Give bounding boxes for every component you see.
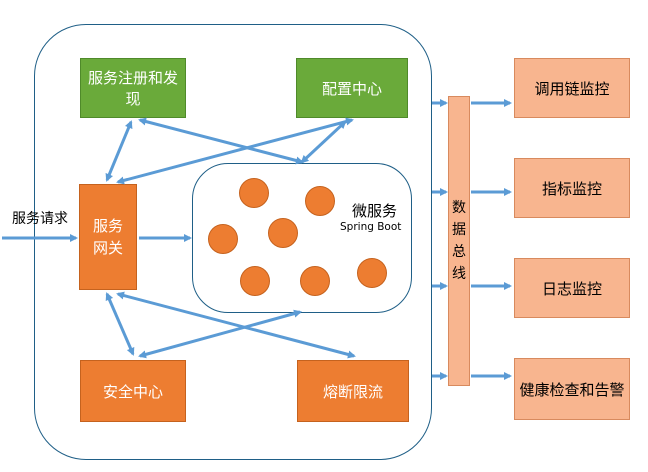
tracing-monitor-box: 调用链监控	[514, 58, 630, 118]
bus-char: 据	[452, 222, 466, 238]
log-monitor-box: 日志监控	[514, 258, 630, 318]
data-bus-bar: 数 据 总 线	[448, 96, 470, 386]
microservice-instance	[208, 224, 238, 254]
registry-microservice-arrow	[138, 117, 304, 165]
microservice-instance	[268, 218, 298, 248]
gateway-config-arrow	[116, 117, 354, 185]
service-request-label: 服务请求	[12, 211, 68, 227]
microservice-title: 微服务	[352, 202, 398, 220]
gateway-circuit-arrow	[116, 291, 356, 359]
bus-char: 数	[452, 200, 466, 216]
microservice-instance	[357, 258, 387, 288]
bus-char: 线	[452, 266, 466, 282]
gateway-label-line1: 服务	[92, 217, 123, 235]
config-center-box: 配置中心	[296, 58, 408, 118]
microservice-instance	[305, 186, 335, 216]
gateway-security-arrow	[105, 292, 135, 356]
service-gateway-box: 服务 网关	[79, 184, 137, 290]
gateway-label-line2: 网关	[92, 239, 123, 257]
security-center-box: 安全中心	[80, 360, 186, 422]
security-microservice-arrow	[138, 309, 302, 359]
metrics-monitor-box: 指标监控	[514, 158, 630, 218]
microservice-subtitle: Spring Boot	[340, 221, 402, 233]
gateway-registry-arrow	[105, 120, 133, 182]
health-alert-box: 健康检查和告警	[514, 358, 630, 420]
service-registry-box: 服务注册和发现	[80, 58, 186, 118]
config-microservice-arrow	[300, 120, 347, 164]
bus-char: 总	[452, 244, 466, 260]
circuit-breaker-box: 熔断限流	[297, 360, 409, 422]
